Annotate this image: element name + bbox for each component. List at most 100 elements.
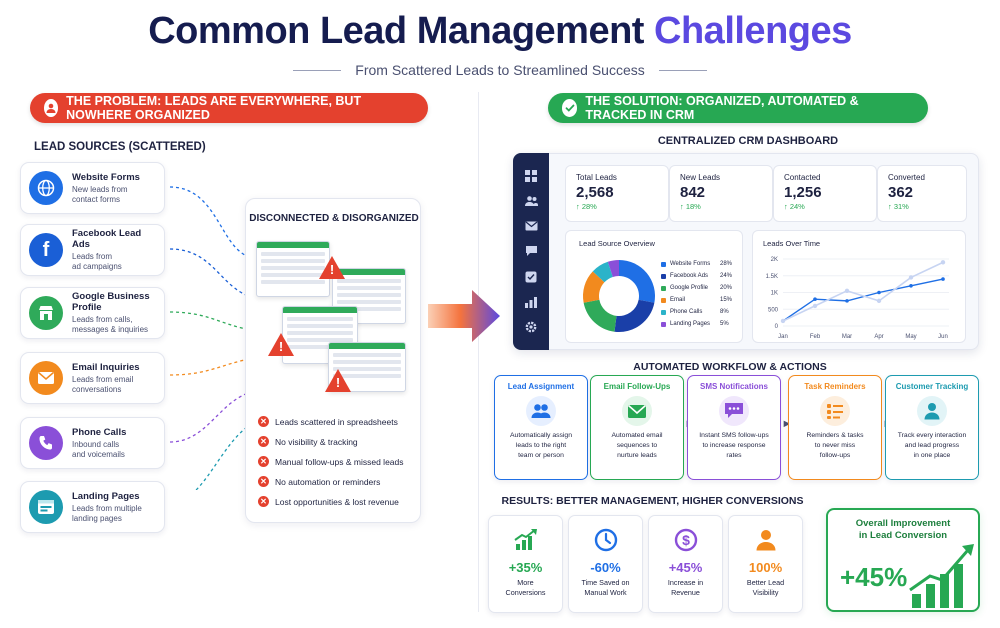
svg-text:$: $ [682,532,690,548]
legend-swatch [661,321,666,327]
workflow-card-title: Task Reminders [804,382,866,391]
legend-item: Facebook Ads 24% [661,273,732,279]
transition-arrow-icon [428,290,500,342]
users-icon[interactable] [524,194,538,208]
gear-icon[interactable] [524,320,538,334]
legend-swatch [661,285,666,291]
warning-icon: ! [268,333,294,356]
lead-source-title: Facebook Lead Ads [72,228,142,250]
chat-icon[interactable] [524,244,538,258]
legend-percent: 24% [720,273,733,279]
overall-improvement-card: Overall Improvement in Lead Conversion +… [826,508,980,612]
page-subtitle: From Scattered Leads to Streamlined Succ… [355,62,645,78]
x-tick-label: May [905,334,916,340]
data-point [813,297,817,301]
x-circle-icon: ✕ [258,476,269,487]
x-tick-label: Apr [874,334,883,340]
growth-chart-icon [512,526,540,554]
data-point [941,277,945,281]
x-tick-label: Jun [938,334,948,340]
phone-icon [29,426,63,460]
lead-source-title: Email Inquiries [72,361,140,373]
donut-slice [619,260,655,303]
issue-item: ✕No automation or reminders [258,476,404,487]
check-circle-icon [562,99,578,117]
kpi-card: Contacted 1,256 ↑ 24% [773,165,877,222]
data-point [845,299,849,303]
solution-banner: THE SOLUTION: ORGANIZED, AUTOMATED & TRA… [548,93,928,123]
mail-icon[interactable] [524,219,538,233]
data-point [876,298,882,304]
kpi-card: New Leads 842 ↑ 18% [669,165,773,222]
y-tick-label: 2K [771,257,778,263]
legend-label: Website Forms [670,261,711,267]
users-icon [526,396,556,426]
subtitle-row: From Scattered Leads to Streamlined Succ… [0,62,1000,78]
legend-label: Facebook Ads [670,273,709,279]
donut-slice [592,261,613,283]
result-value: +35% [508,560,543,575]
warning-icon: ! [325,369,351,392]
growth-bars-icon [909,544,974,608]
subtitle-line-right [658,69,707,71]
data-point [940,260,946,265]
legend-percent: 28% [720,261,733,267]
lead-source-desc: Leads from calls,messages & inquiries [72,315,149,334]
lead-source-title: Phone Calls [72,426,127,438]
legend-percent: 20% [720,285,733,291]
legend-percent: 8% [720,309,729,315]
lead-source-title: Website Forms [72,171,140,183]
issue-item: ✕Manual follow-ups & missed leads [258,456,404,467]
problem-banner-text: THE PROBLEM: LEADS ARE EVERYWHERE, BUT N… [66,94,362,122]
workflow-card-title: Email Follow-Ups [603,382,671,391]
results-title: RESULTS: BETTER MANAGEMENT, HIGHER CONVE… [501,495,804,507]
x-circle-icon: ✕ [258,496,269,507]
lead-source-title: Google Business Profile [72,291,150,313]
workflow-card-title: SMS Notifications [699,382,768,391]
section-divider [478,92,479,612]
data-point [909,284,913,288]
store-icon [29,296,63,330]
checkbox-icon[interactable] [524,270,538,284]
data-point [780,318,786,324]
x-circle-icon: ✕ [258,436,269,447]
issue-item: ✕Lost opportunities & lost revenue [258,496,404,507]
data-point [877,290,881,295]
donut-slice [614,299,655,332]
legend-label: Phone Calls [670,309,703,315]
bar-chart-icon[interactable] [524,295,538,309]
result-value: +45% [668,560,703,575]
title-main: Common Lead Management [148,10,644,52]
x-tick-label: Jan [778,334,788,340]
lead-sources-label: LEAD SOURCES (SCATTERED) [34,141,206,153]
chat-icon [719,396,749,426]
legend-item: Website Forms 28% [661,261,732,267]
overall-title: Overall Improvement in Lead Conversion [855,518,951,542]
legend-percent: 5% [720,321,729,327]
y-tick-label: 500 [768,307,779,313]
flow-arrow-icon: ► [781,418,793,430]
series-line [782,261,944,322]
person-icon [752,526,780,554]
dashboard-grid-icon[interactable] [524,169,538,183]
